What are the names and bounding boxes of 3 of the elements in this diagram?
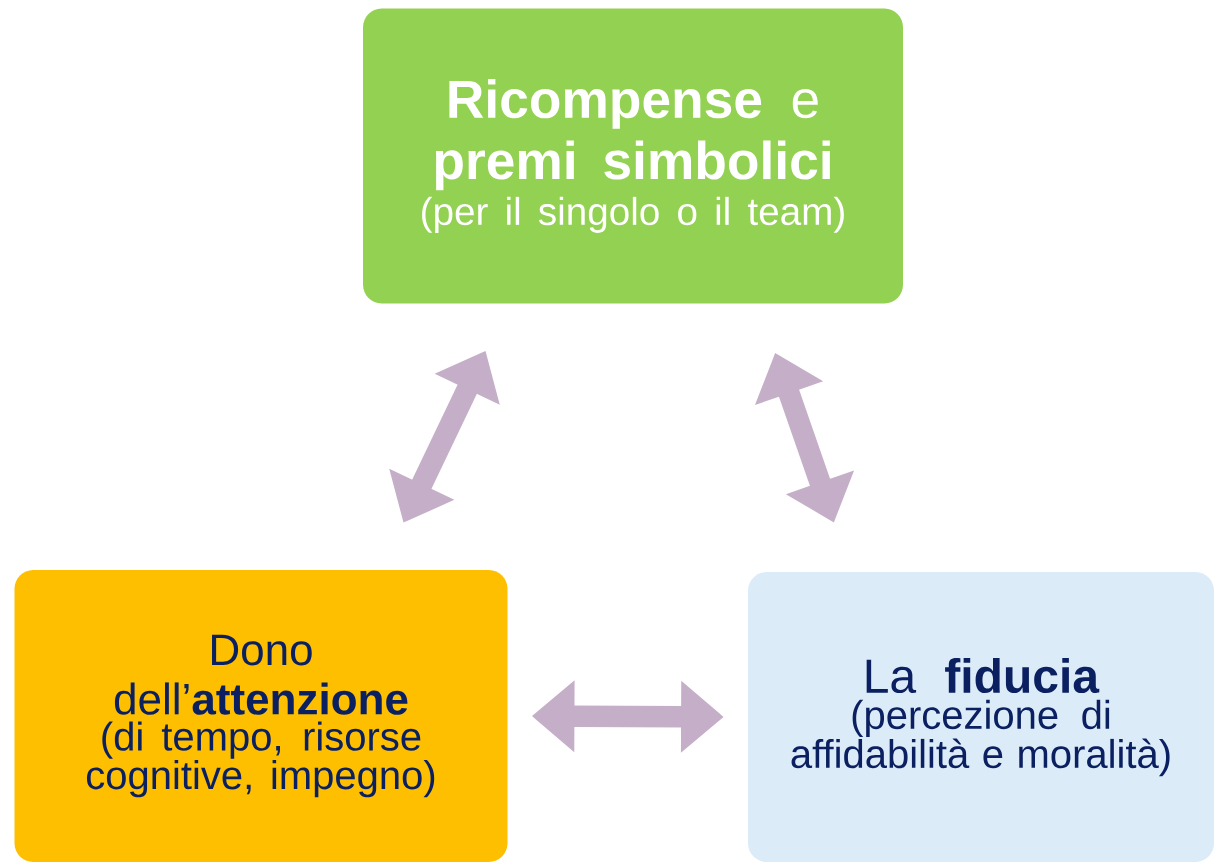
rounded-box: Dono dell’attenzione (di tempo, risorse cognitive, impegno) (14, 570, 508, 862)
rounded-box: La fiducia (percezione di affidabilità e moralità) (748, 572, 1214, 862)
rounded-box: Ricompense e premi simbolici (per il singolo o il team) (363, 8, 903, 304)
